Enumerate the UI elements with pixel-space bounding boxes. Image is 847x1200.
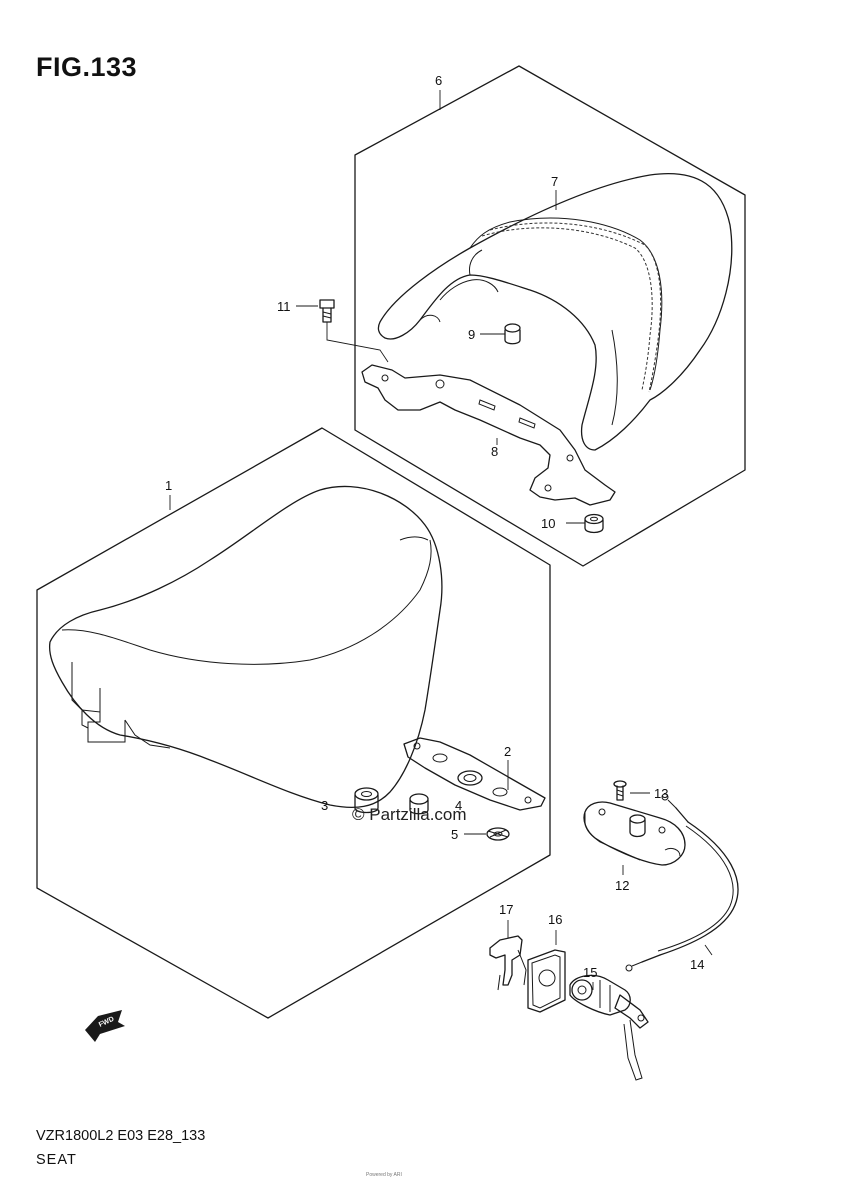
part-number-3: 3 bbox=[321, 798, 328, 813]
nut bbox=[584, 513, 604, 534]
damper-small bbox=[409, 793, 429, 815]
part-number-6: 6 bbox=[435, 73, 442, 88]
seat-lock bbox=[583, 801, 686, 866]
part-number-16: 16 bbox=[548, 912, 562, 927]
watermark: © Partzilla.com bbox=[352, 805, 467, 824]
seat-lock-cable bbox=[625, 793, 739, 972]
damper bbox=[354, 787, 379, 814]
bolt bbox=[319, 299, 335, 323]
rear-seat-group-boundary bbox=[354, 65, 746, 567]
part-number-13: 13 bbox=[654, 786, 668, 801]
figure-code: VZR1800L2 E03 E28_133 bbox=[36, 1128, 206, 1144]
part-number-10: 10 bbox=[541, 516, 555, 531]
part-number-labels: 6 7 9 11 8 10 1 2 3 4 5 13 12 14 15 16 1… bbox=[165, 73, 704, 980]
lock-cylinder bbox=[569, 974, 649, 1081]
part-number-11: 11 bbox=[277, 299, 291, 314]
figure-title: FIG.133 bbox=[36, 52, 138, 82]
part-number-15: 15 bbox=[583, 965, 597, 980]
part-number-17: 17 bbox=[499, 902, 513, 917]
spring-clip bbox=[489, 935, 527, 991]
lock-holder bbox=[527, 949, 566, 1013]
screw bbox=[613, 780, 627, 801]
washer bbox=[486, 827, 510, 841]
spacer bbox=[504, 323, 521, 345]
front-seat-group-boundary bbox=[36, 427, 551, 1019]
part-number-7: 7 bbox=[551, 174, 558, 189]
front-seat-cushion bbox=[48, 485, 443, 809]
front-seat-bracket bbox=[403, 737, 546, 811]
part-number-4: 4 bbox=[455, 798, 462, 813]
figure-name: SEAT bbox=[36, 1152, 77, 1168]
forward-arrow-icon: FWD bbox=[85, 1010, 125, 1042]
part-number-2: 2 bbox=[504, 744, 511, 759]
part-number-1: 1 bbox=[165, 478, 172, 493]
footer-credit: Powered by ARI bbox=[366, 1172, 402, 1178]
part-number-12: 12 bbox=[615, 878, 629, 893]
part-number-5: 5 bbox=[451, 827, 458, 842]
rear-seat-bracket bbox=[361, 364, 616, 506]
part-number-8: 8 bbox=[491, 444, 498, 459]
leader-lines bbox=[169, 90, 713, 990]
part-number-9: 9 bbox=[468, 327, 475, 342]
part-number-14: 14 bbox=[690, 957, 704, 972]
rear-seat-cushion bbox=[377, 173, 733, 451]
